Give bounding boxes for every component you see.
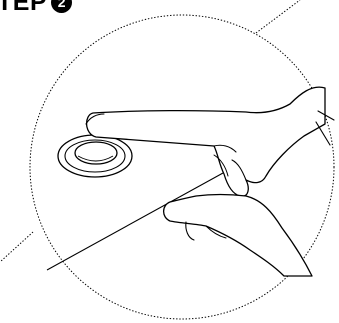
callout-line-left — [0, 232, 33, 262]
callout-line-top — [256, 0, 300, 33]
supporting-hand — [164, 195, 312, 277]
press-button-icon — [58, 135, 132, 177]
